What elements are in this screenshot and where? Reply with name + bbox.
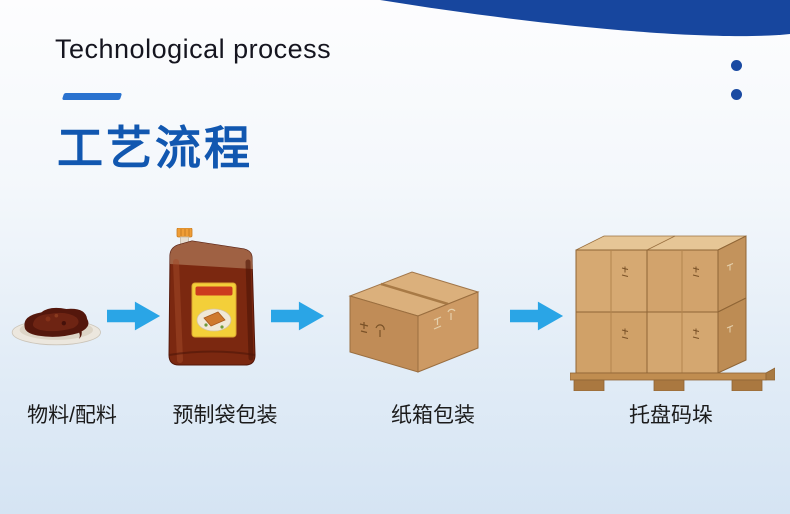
decor-dot [731, 89, 742, 100]
page-title-zh: 工艺流程 [57, 122, 253, 174]
page-title-en: Technological process [55, 34, 332, 64]
sauce-bowl-icon [11, 307, 101, 346]
flow-arrow-icon [271, 301, 325, 331]
step-label-pouch-packing: 预制袋包装 [172, 404, 278, 427]
spout-pouch-icon [168, 228, 256, 366]
flow-arrow-icon [510, 301, 564, 331]
carton-box-icon [348, 271, 480, 373]
flow-arrow-icon [107, 301, 161, 331]
corner-curve-decoration [380, 0, 790, 37]
decor-dot [731, 60, 742, 71]
step-label-pallet-stacking: 托盘码垛 [629, 404, 713, 427]
step-label-carton-packing: 纸箱包装 [391, 404, 475, 427]
step-label-materials: 物料/配料 [27, 404, 117, 427]
pallet-stack-icon [570, 235, 775, 391]
title-underline [61, 93, 123, 100]
